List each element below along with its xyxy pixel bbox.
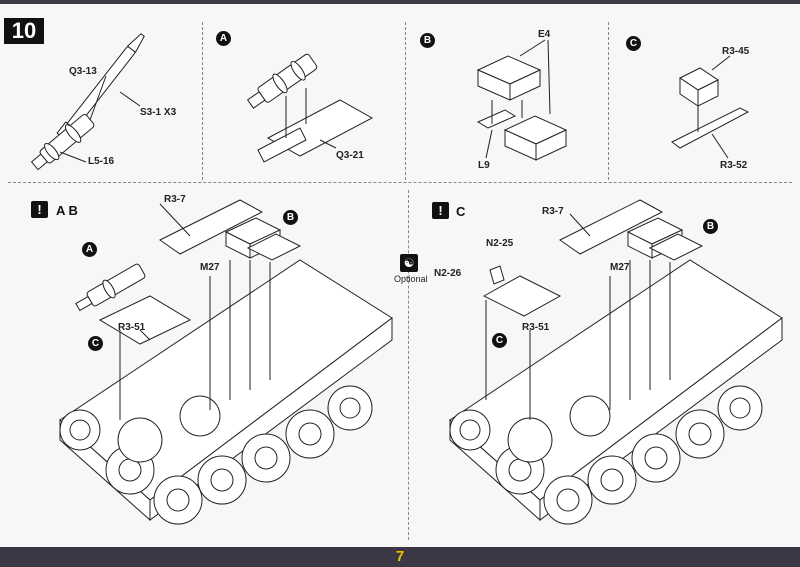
warning-icon-ab: !	[31, 201, 48, 218]
callout-c-right: C	[492, 333, 507, 348]
warning-icon-c: !	[432, 202, 449, 219]
page-number: 7	[395, 548, 405, 565]
step-number-badge: 10	[4, 18, 44, 44]
sub-b-drawing	[476, 39, 568, 161]
divider-1	[202, 22, 203, 180]
variant-title-ab: A B	[56, 203, 78, 218]
part-label-q3-21: Q3-21	[336, 150, 364, 161]
sub-step-a-marker: A	[216, 31, 231, 46]
part-label-e4: E4	[538, 29, 551, 40]
part-label-m27-left: M27	[200, 262, 220, 273]
callout-c-left: C	[88, 336, 103, 351]
hull-ab-drawing	[59, 199, 393, 525]
callout-b-right: B	[703, 219, 718, 234]
part-label-r3-51-right: R3-51	[522, 322, 550, 333]
sub-a-drawing	[246, 53, 374, 163]
part-label-n2-25: N2-25	[486, 238, 514, 249]
part-label-s3-1: S3-1 X3	[140, 107, 177, 118]
part-label-r3-52: R3-52	[720, 160, 748, 171]
optional-icon: ☯	[400, 254, 418, 272]
sub-c-drawing	[671, 55, 750, 159]
hull-c-drawing	[449, 199, 783, 525]
part-label-r3-7-left: R3-7	[164, 194, 186, 205]
part-label-l5-16: L5-16	[88, 156, 115, 167]
divider-horizontal	[8, 182, 792, 183]
part-label-r3-7-right: R3-7	[542, 206, 564, 217]
part-label-r3-45: R3-45	[722, 46, 750, 57]
divider-3	[608, 22, 609, 180]
callout-a-left: A	[82, 242, 97, 257]
sub-step-c-marker: C	[626, 36, 641, 51]
part-label-m27-right: M27	[610, 262, 630, 273]
part-label-n2-26: N2-26	[434, 268, 462, 279]
cartridge-drawing	[30, 114, 95, 171]
part-label-q3-13: Q3-13	[69, 66, 97, 77]
callout-b-left: B	[283, 210, 298, 225]
variant-title-c: C	[456, 204, 466, 219]
divider-2	[405, 22, 406, 180]
part-label-r3-51-left: R3-51	[118, 322, 146, 333]
part-label-l9: L9	[478, 160, 490, 171]
optional-label: Optional	[394, 274, 428, 284]
bottom-strip	[0, 547, 800, 567]
sub-step-b-marker: B	[420, 33, 435, 48]
divider-center	[408, 190, 409, 540]
